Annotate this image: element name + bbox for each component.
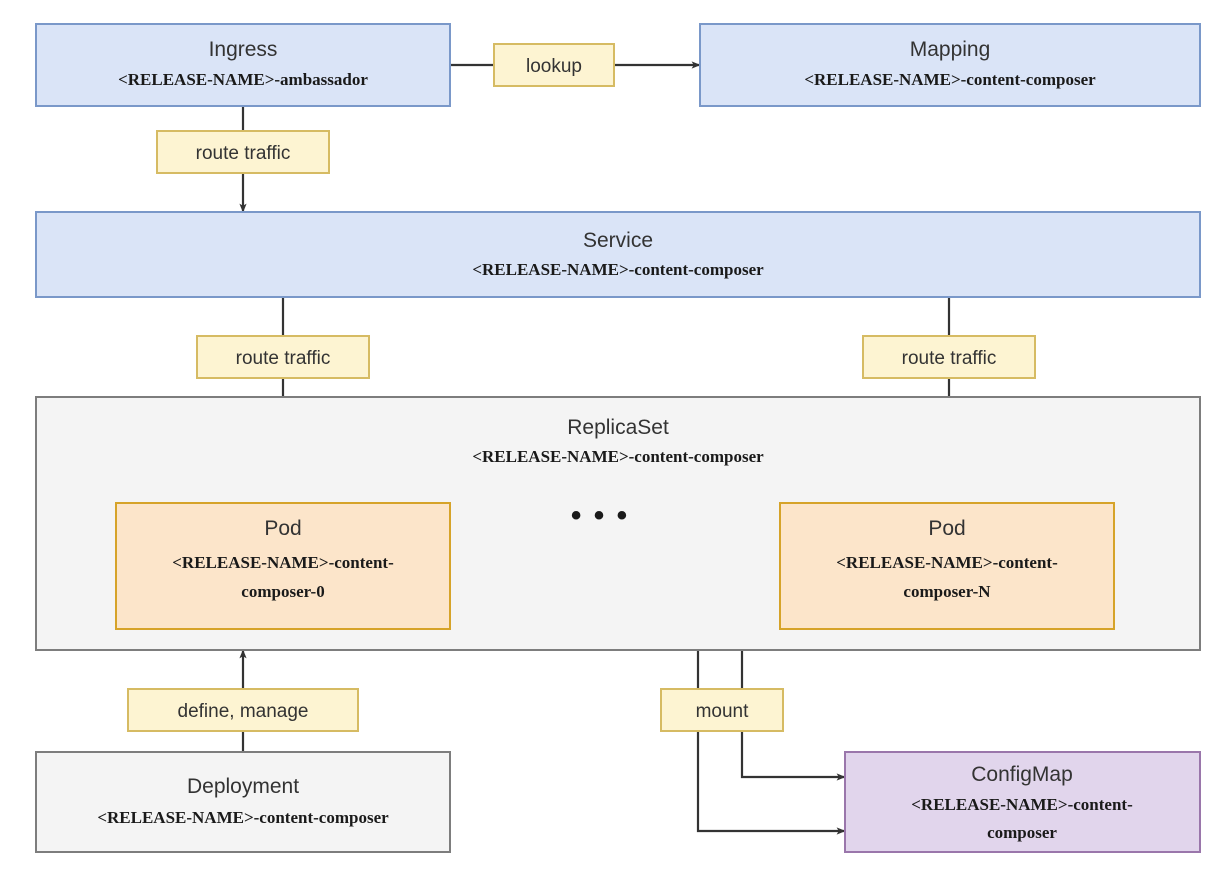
define-manage-label-box xyxy=(127,688,359,732)
node-pod-n[interactable]: Pod <RELEASE-NAME>-content- composer-N xyxy=(779,502,1115,630)
deployment-box xyxy=(35,751,451,853)
edge-label-route-traffic-service-pod0[interactable]: route traffic xyxy=(196,335,370,379)
deployment-subtitle: <RELEASE-NAME>-content-composer xyxy=(97,808,389,827)
service-box xyxy=(35,211,1201,298)
ingress-subtitle: <RELEASE-NAME>-ambassador xyxy=(118,70,368,89)
pod-n-box xyxy=(779,502,1115,630)
route-traffic-1-label-text: route traffic xyxy=(196,143,291,164)
deployment-title: Deployment xyxy=(187,775,299,798)
lookup-label-box xyxy=(493,43,615,87)
pod-0-subtitle-line-2: composer-0 xyxy=(241,582,324,601)
replicaset-subtitle: <RELEASE-NAME>-content-composer xyxy=(472,447,764,466)
pod-0-subtitle-line-1: <RELEASE-NAME>-content- xyxy=(172,553,394,572)
edge-label-mount[interactable]: mount xyxy=(660,688,784,732)
configmap-subtitle-line-2: composer xyxy=(987,823,1057,842)
edge-label-define-manage[interactable]: define, manage xyxy=(127,688,359,732)
node-ingress[interactable]: Ingress <RELEASE-NAME>-ambassador xyxy=(35,23,451,107)
ingress-title: Ingress xyxy=(209,38,278,61)
mapping-subtitle: <RELEASE-NAME>-content-composer xyxy=(804,70,1096,89)
node-service[interactable]: Service <RELEASE-NAME>-content-composer xyxy=(35,211,1201,298)
service-subtitle: <RELEASE-NAME>-content-composer xyxy=(472,260,764,279)
pod-0-box xyxy=(115,502,451,630)
mapping-box xyxy=(699,23,1201,107)
pods-ellipsis: • • • xyxy=(571,499,629,532)
pod-n-subtitle-line-1: <RELEASE-NAME>-content- xyxy=(836,553,1058,572)
node-configmap[interactable]: ConfigMap <RELEASE-NAME>-content- compos… xyxy=(844,751,1201,853)
configmap-box xyxy=(844,751,1201,853)
edge-labels-layer: lookup route traffic route traffic route… xyxy=(127,43,1036,732)
mapping-title: Mapping xyxy=(910,38,991,61)
pod-n-title: Pod xyxy=(928,517,965,540)
lookup-label-text: lookup xyxy=(526,56,582,77)
configmap-title: ConfigMap xyxy=(971,763,1073,786)
service-title: Service xyxy=(583,229,653,252)
edge-label-route-traffic-service-podn[interactable]: route traffic xyxy=(862,335,1036,379)
node-deployment[interactable]: Deployment <RELEASE-NAME>-content-compos… xyxy=(35,751,451,853)
define-manage-label-text: define, manage xyxy=(178,701,309,722)
edge-label-lookup[interactable]: lookup xyxy=(493,43,615,87)
mount-label-box xyxy=(660,688,784,732)
route-traffic-3-label-box xyxy=(862,335,1036,379)
route-traffic-3-label-text: route traffic xyxy=(902,348,997,369)
pod-0-title: Pod xyxy=(264,517,301,540)
mount-label-text: mount xyxy=(696,701,750,722)
node-pod-0[interactable]: Pod <RELEASE-NAME>-content- composer-0 xyxy=(115,502,451,630)
node-mapping[interactable]: Mapping <RELEASE-NAME>-content-composer xyxy=(699,23,1201,107)
replicaset-title: ReplicaSet xyxy=(567,416,669,439)
ingress-box xyxy=(35,23,451,107)
pod-n-subtitle-line-2: composer-N xyxy=(903,582,991,601)
route-traffic-1-label-box xyxy=(156,130,330,174)
configmap-subtitle-line-1: <RELEASE-NAME>-content- xyxy=(911,795,1133,814)
route-traffic-2-label-text: route traffic xyxy=(236,348,331,369)
edge-label-route-traffic-ingress-service[interactable]: route traffic xyxy=(156,130,330,174)
route-traffic-2-label-box xyxy=(196,335,370,379)
